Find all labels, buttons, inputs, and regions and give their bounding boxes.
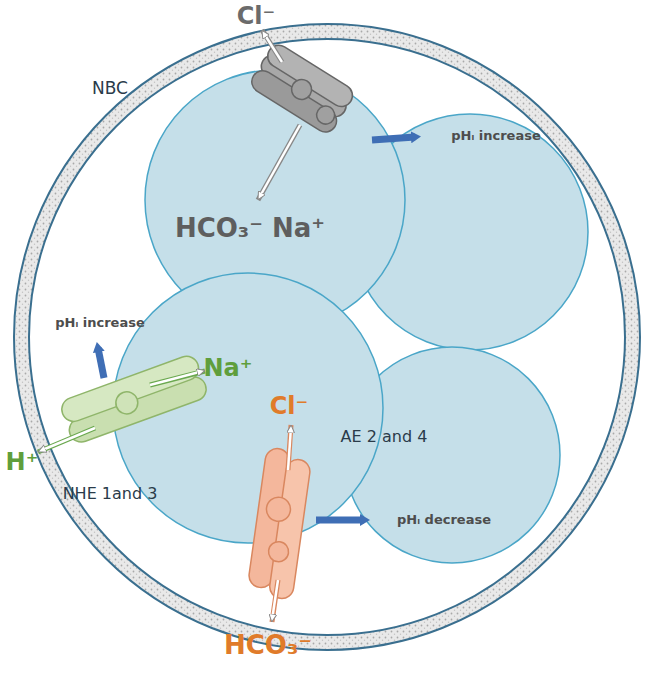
ion-label: HCO₃⁻ Na⁺	[175, 214, 325, 243]
ion-arrow	[272, 580, 278, 622]
transporter-name: AE 2 and 4	[341, 428, 428, 446]
ion-label: Na⁺	[204, 355, 253, 381]
ion-arrow	[272, 580, 278, 620]
ion-arrow	[288, 425, 291, 470]
transporter-name: NBC	[92, 79, 128, 98]
ion-arrow	[150, 371, 205, 385]
effect-label: pHᵢ decrease	[397, 513, 491, 527]
ion-arrow	[150, 371, 203, 385]
effect-label: pHᵢ increase	[55, 316, 145, 330]
ion-arrow	[259, 125, 300, 198]
effect-arrow	[316, 517, 364, 524]
effect-label: pHᵢ increase	[451, 129, 541, 143]
ion-label: HCO₃⁻	[224, 631, 312, 660]
transporter-name: NHE 1and 3	[63, 485, 158, 503]
effect-arrow	[98, 348, 104, 378]
membrane-outer	[14, 24, 640, 650]
ion-arrow	[262, 30, 282, 62]
ion-label: Cl⁻	[270, 393, 309, 419]
nbc-transporter	[248, 41, 357, 136]
ion-arrow	[288, 427, 291, 470]
ion-label: H⁺	[6, 449, 39, 475]
ae-transporter	[246, 447, 312, 600]
ion-arrow	[40, 428, 95, 451]
ion-arrow	[258, 125, 300, 200]
effect-arrow	[372, 137, 415, 140]
membrane-inner	[29, 39, 625, 635]
ion-arrow	[263, 32, 282, 62]
ion-label: Cl⁻	[237, 3, 276, 29]
ion-arrow	[38, 428, 95, 452]
